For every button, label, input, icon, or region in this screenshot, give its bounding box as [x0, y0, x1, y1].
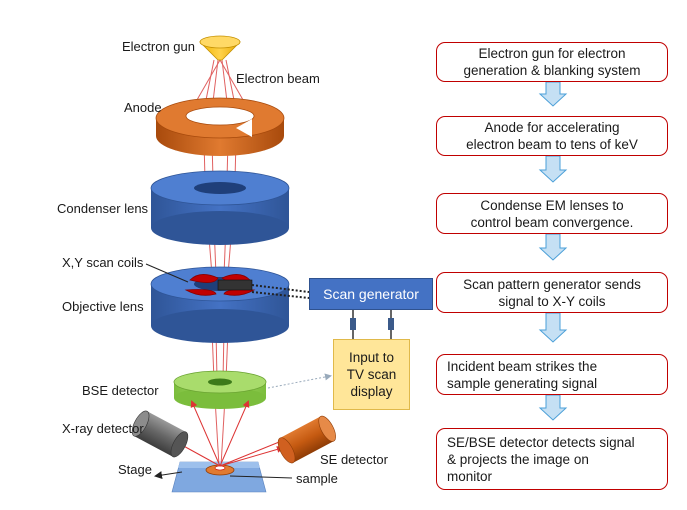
label-stage: Stage [118, 462, 152, 477]
step-1-line-2: generation & blanking system [463, 63, 641, 78]
bse-detector [173, 370, 267, 409]
step-6-line-2: & projects the image on [447, 451, 589, 467]
step-5-line-1: Incident beam strikes the [447, 358, 598, 374]
sample-specimen [205, 464, 235, 476]
coil-link-line-2 [251, 291, 310, 299]
coil-link-line [251, 284, 310, 293]
xy-scan-coils [184, 274, 256, 296]
step-4-line-1: Scan pattern generator sends [463, 276, 641, 292]
label-anode: Anode [124, 100, 162, 115]
label-xray-detector: X-ray detector [62, 421, 144, 436]
condenser-lens [150, 170, 290, 245]
se-detector [277, 415, 336, 464]
step-anode: Anode for accelerating electron beam to t… [436, 116, 668, 156]
step-3-line-1: Condense EM lenses to [480, 197, 624, 213]
signal-arrows [178, 400, 296, 467]
label-condenser-lens: Condenser lens [57, 201, 149, 216]
step-5-line-2: sample generating signal [447, 375, 598, 391]
step-arrows [538, 81, 568, 421]
step-2-line-1: Anode for accelerating [484, 120, 620, 135]
xray-detector [131, 410, 189, 458]
objective-lens [150, 266, 290, 343]
label-se-detector: SE detector [320, 452, 388, 467]
tv-scan-display-box: Input to TV scan display [333, 339, 410, 410]
label-objective-lens: Objective lens [62, 299, 144, 314]
step-6-line-1: SE/BSE detector detects signal [447, 434, 635, 450]
bse-to-tv-line [267, 373, 332, 389]
tv-line-2: TV scan [346, 367, 397, 382]
label-sample: sample [296, 471, 338, 486]
label-electron-beam: Electron beam [236, 71, 320, 86]
label-xy-scan-coils: X,Y scan coils [62, 255, 144, 270]
label-bse-detector: BSE detector [82, 383, 159, 398]
step-electron-gun: Electron gun for electron generation & bl… [436, 42, 668, 82]
label-electron-gun: Electron gun [122, 39, 195, 54]
step-1-line-1: Electron gun for electron [478, 46, 626, 61]
stage-pointer [154, 471, 183, 480]
step-detector: SE/BSE detector detects signal& projects… [436, 428, 668, 490]
electron-gun [199, 35, 241, 61]
tv-line-3: display [350, 384, 393, 399]
anode-ring [155, 97, 285, 156]
scan-generator-box: Scan generator [309, 278, 433, 310]
scan-tv-connectors [350, 310, 394, 339]
step-4-line-2: signal to X-Y coils [498, 293, 606, 309]
step-2-line-2: electron beam to tens of keV [466, 137, 638, 152]
step-3-line-2: control beam convergence. [470, 214, 634, 230]
tv-line-1: Input to [348, 350, 395, 365]
sample-pointer [229, 475, 293, 479]
step-6-line-3: monitor [447, 468, 493, 484]
